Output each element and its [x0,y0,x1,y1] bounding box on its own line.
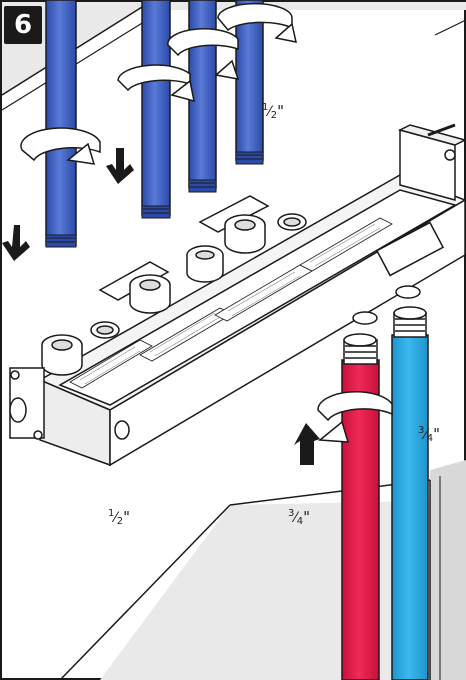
size-numerator: 1 [262,102,269,113]
size-numerator: 3 [418,425,425,436]
down-arrow-icon [2,148,134,261]
outlet-pipe [235,0,264,165]
size-unit: " [433,425,440,443]
size-denominator: 4 [426,433,434,444]
size-unit: " [303,508,310,526]
rotate-arrow-icon [317,391,393,443]
supply-pipes [341,306,429,680]
mounting-screw [427,123,456,161]
outlet-pipe [141,0,171,219]
port-fittings [9,123,456,440]
bottom-mid-size-label: 3⁄4" [288,508,310,527]
hot-supply-pipe [341,333,380,680]
port-fitting [186,245,224,283]
rotate-arrow-icon [20,2,297,165]
size-numerator: 1 [108,508,115,519]
cold-supply-pipe [391,306,429,680]
size-denominator: 2 [270,110,278,121]
valve-body [38,124,466,467]
mounting-bracket [9,367,45,440]
port-fitting [198,195,270,254]
size-denominator: 4 [296,516,304,527]
size-numerator: 3 [288,508,295,519]
port-fitting [98,261,171,314]
port-fitting [90,321,120,339]
right-supply-size-label: 3⁄4" [418,425,440,444]
step-number-badge: 6 [4,6,42,44]
top-inlet-size-label: 1⁄2" [262,102,284,121]
port-fitting [277,213,307,231]
size-unit: " [123,508,130,526]
size-denominator: 2 [116,516,124,527]
bottom-left-size-label: 1⁄2" [108,508,130,527]
up-arrow-icon [294,423,320,465]
size-unit: " [277,102,284,120]
outlet-pipe [45,0,77,248]
port-fitting [41,334,83,376]
